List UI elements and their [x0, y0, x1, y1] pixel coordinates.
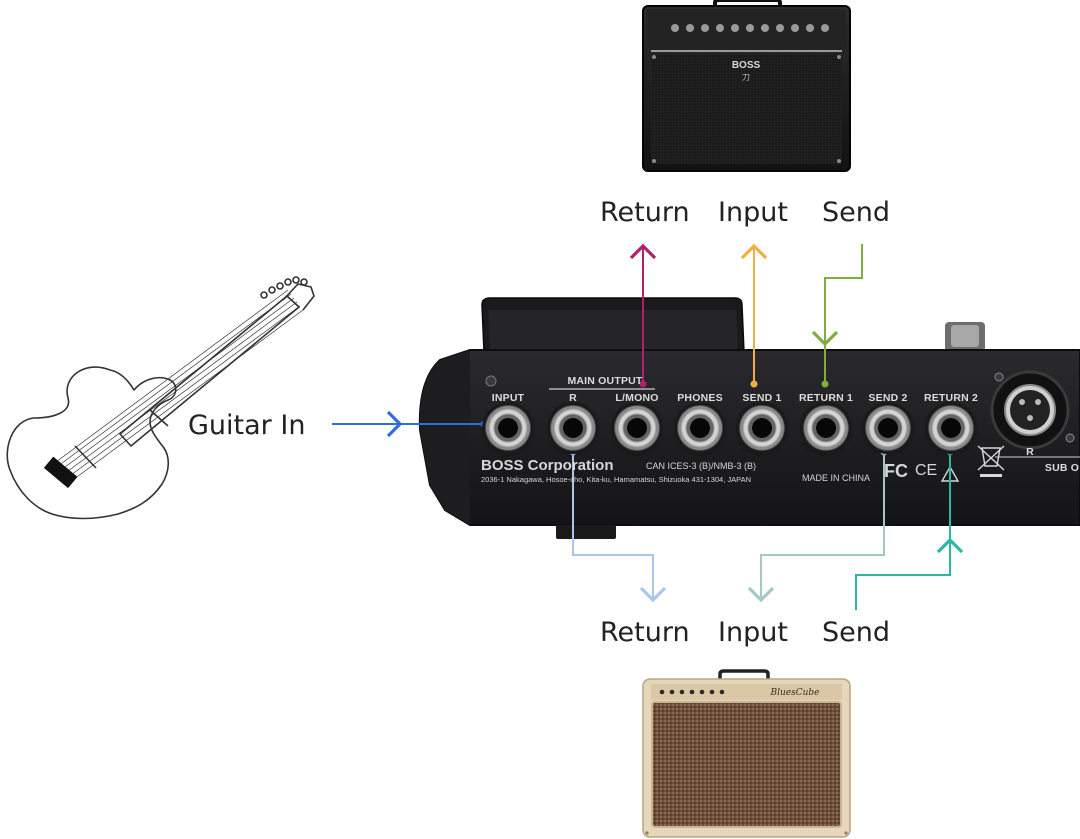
panel-made-in: MADE IN CHINA [802, 473, 871, 483]
svg-text:刀: 刀 [742, 73, 750, 82]
main-output-l-mono-jack[interactable] [614, 405, 660, 451]
top-return-label: Return [600, 197, 690, 228]
guitar-in-label: Guitar In [188, 410, 306, 441]
main-output-r-jack[interactable] [550, 405, 596, 451]
jack-label-phones: PHONES [677, 392, 723, 404]
jack-label-r: R [569, 392, 577, 404]
send-1-jack[interactable] [739, 405, 785, 451]
top-send-label: Send [822, 197, 891, 228]
jack-label-return-2: RETURN 2 [923, 392, 979, 404]
main-output-label: MAIN OUTPUT [567, 375, 643, 387]
bottom-send-label: Send [822, 617, 891, 648]
ce-mark: CE [915, 462, 938, 479]
send-2-jack[interactable] [865, 405, 911, 451]
sub-out-r-label: R [1026, 446, 1034, 458]
return-2-jack[interactable] [928, 405, 974, 451]
fcc-mark: FC [884, 461, 908, 481]
return-1-jack[interactable] [803, 405, 849, 451]
bottom-amp-image: BluesCube [642, 669, 851, 838]
bottom-return-line [572, 452, 667, 603]
bottom-input-label: Input [718, 617, 788, 648]
panel-certification: CAN ICES-3 (B)/NMB-3 (B) [646, 461, 757, 471]
bottom-amp-logo: BluesCube [769, 688, 819, 698]
panel-address: 2036-1 Nakagawa, Hosoe-cho, Kita-ku, Ham… [481, 475, 752, 484]
jack-label-return-1: RETURN 1 [798, 392, 854, 404]
bottom-send-line [855, 537, 964, 610]
guitar-illustration [6, 276, 315, 520]
panel-brand: BOSS Corporation [481, 457, 614, 474]
top-amp-image: BOSS 刀 [642, 0, 851, 172]
jack-label-send-1: SEND 1 [742, 392, 782, 404]
bottom-return-label: Return [600, 617, 690, 648]
top-amp-logo: BOSS [732, 60, 761, 71]
jack-label-send-2: SEND 2 [868, 392, 908, 404]
input-jack[interactable] [485, 405, 531, 451]
top-input-label: Input [718, 197, 788, 228]
jack-label-l-mono: L/MONO [615, 392, 659, 404]
top-send-line [811, 244, 863, 347]
sub-out-label: SUB O [1044, 462, 1080, 474]
jack-label-input: INPUT [491, 392, 525, 404]
phones-jack[interactable] [677, 405, 723, 451]
bottom-input-line [747, 452, 885, 603]
